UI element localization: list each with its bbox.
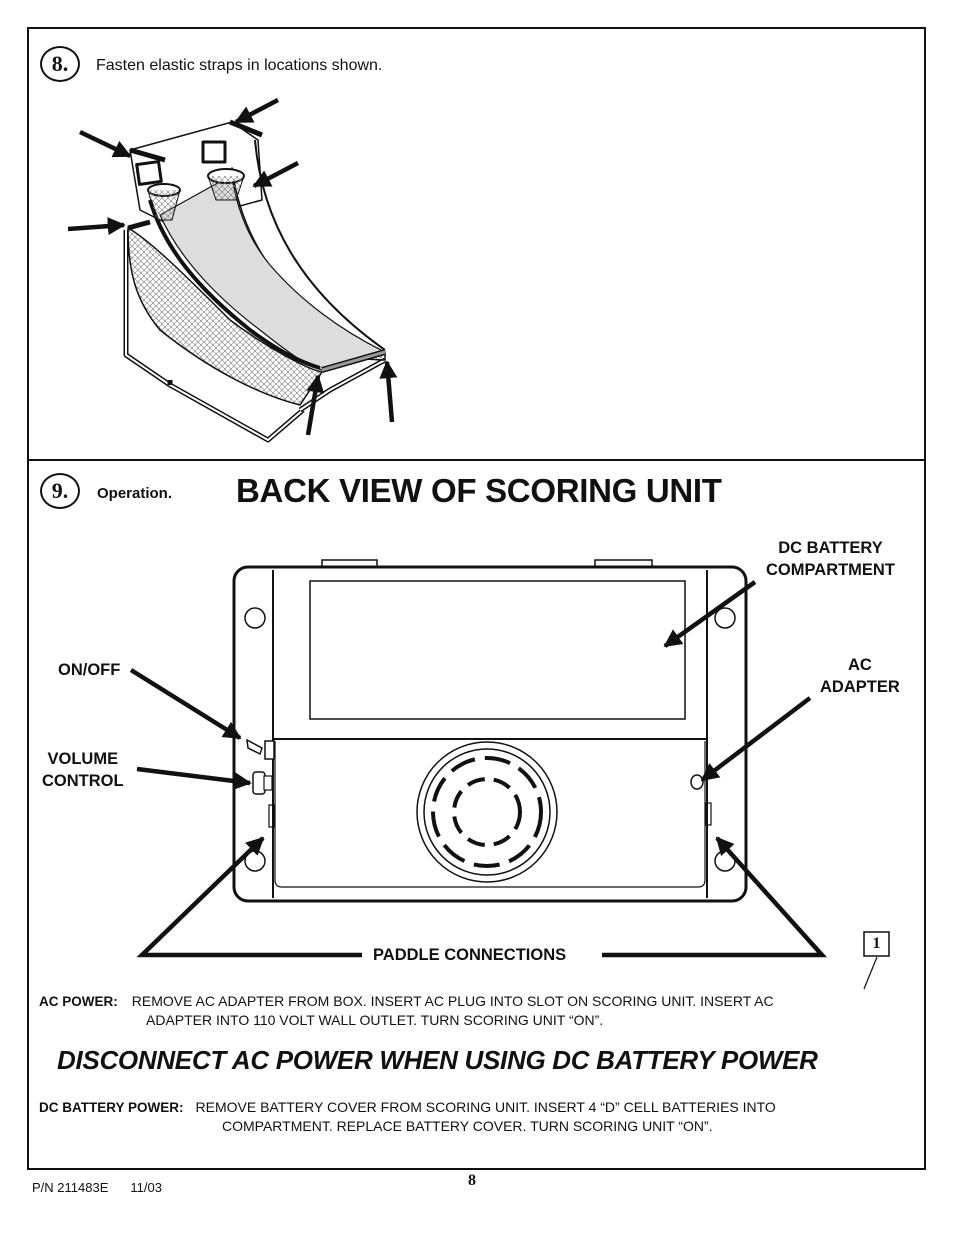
mounting-hole — [244, 607, 266, 629]
step-8-number: 8. — [40, 46, 80, 82]
battery-compartment-cover — [309, 580, 686, 720]
dc-battery-label: DC BATTERY COMPARTMENT — [766, 539, 895, 579]
volume-control-arrow — [136, 766, 252, 790]
speaker-grille — [416, 741, 558, 883]
mounting-hole — [714, 607, 736, 629]
warning-heading: DISCONNECT AC POWER WHEN USING DC BATTER… — [57, 1045, 818, 1075]
paddle-arrow-left — [136, 836, 362, 958]
ref-leader-line — [863, 956, 878, 990]
volume-knob — [252, 771, 266, 795]
strap-arrow-1 — [79, 129, 132, 159]
volume-control-label: VOLUME CONTROL — [42, 750, 124, 790]
scoring-unit-back-view — [232, 559, 748, 903]
footer-date: 11/03 — [130, 1180, 162, 1195]
strap-arrow-2 — [234, 98, 280, 124]
strap-arrow-5 — [305, 374, 325, 436]
step-9-number: 9. — [40, 473, 80, 509]
basketball-game-illustration — [123, 119, 387, 443]
section-divider — [27, 459, 926, 461]
dc-power-label: DC BATTERY POWER: — [39, 1100, 184, 1115]
ac-power-label: AC POWER: — [39, 994, 118, 1009]
strap-arrow-3 — [252, 161, 300, 188]
page-title: BACK VIEW OF SCORING UNIT — [236, 472, 722, 509]
ref-box — [863, 931, 890, 957]
ac-adapter-arrow — [700, 696, 812, 782]
strap-arrow-4 — [67, 217, 126, 236]
step-8-instruction: Fasten elastic straps in locations shown… — [96, 57, 383, 74]
ref-number: 1 — [872, 935, 881, 952]
on-off-arrow — [129, 668, 242, 740]
dc-battery-arrow — [663, 580, 757, 648]
on-off-switch — [264, 740, 275, 760]
on-off-label: ON/OFF — [58, 661, 121, 679]
step-9-label: Operation. — [97, 485, 173, 502]
paddle-arrow-right — [602, 836, 828, 958]
paddle-connector-right — [705, 802, 712, 826]
strap-arrow-6 — [379, 360, 398, 423]
page-frame — [27, 27, 926, 1170]
ac-adapter-label: AC ADAPTER — [820, 656, 900, 696]
paddle-connector-left — [268, 804, 275, 828]
strap-location-arrows — [67, 98, 398, 436]
page-number: 8 — [468, 1172, 476, 1189]
ac-power-paragraph: AC POWER:REMOVE AC ADAPTER FROM BOX. INS… — [39, 993, 774, 1028]
paddle-connections-label: PADDLE CONNECTIONS — [373, 946, 567, 964]
dc-power-paragraph: DC BATTERY POWER:REMOVE BATTERY COVER FR… — [39, 1099, 776, 1134]
ac-adapter-slot — [690, 774, 704, 790]
